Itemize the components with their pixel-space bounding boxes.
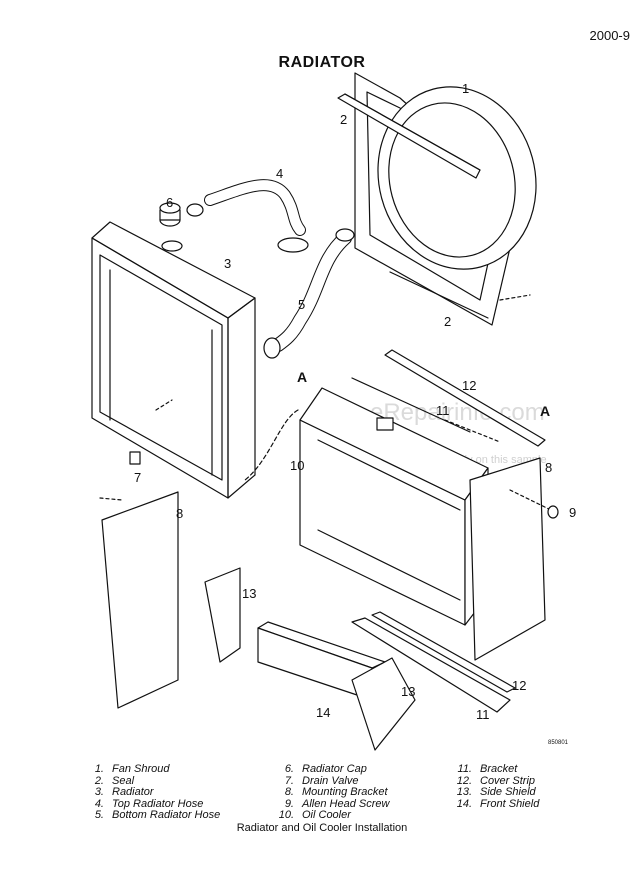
side-shield-right [351,657,416,751]
legend-label: Top Radiator Hose [112,797,204,810]
legend-label: Fan Shroud [112,763,170,775]
legend-num: 12. [456,774,472,787]
legend-label: Radiator [112,786,154,799]
mounting-bracket-left [101,491,179,709]
legend-label: Oil Cooler [302,809,351,822]
legend-label: Allen Head Screw [302,797,390,810]
callout-13-left: 13 [242,586,256,601]
callout-11-top: 11 [436,403,450,418]
legend-num: 9. [284,797,294,810]
legend-row: 3. Radiator [82,787,220,799]
legend-label: Front Shield [480,797,540,810]
legend-num: 7. [284,774,294,787]
cover-strip-top [384,349,546,447]
bottom-radiator-hose [263,228,355,359]
legend-row: 10. Oil Cooler [272,810,389,822]
page-number: 2000-9 [589,28,630,43]
callout-9: 9 [569,505,576,520]
figure-caption: Radiator and Oil Cooler Installation [236,822,408,834]
legend-num: 14. [456,797,472,810]
legend-row: 1. Fan Shroud [82,763,220,776]
parts-legend: 1. Fan Shroud 2. Seal 3. Radiator 4. Top Rad… [0,763,644,821]
legend-row: 9. Allen Head Screw [272,797,390,811]
drain-valve [129,451,141,465]
legend-label: Mounting Bracket [302,786,388,799]
cover-strip-bottom [371,611,516,693]
side-shield-left [204,567,241,663]
fan-shroud [337,72,537,326]
callout-3: 3 [224,256,231,271]
watermark-line1: eRepairinfo.com [370,399,545,426]
legend-column-3: 11. Bracket 12. Cover Strip 13. Side Shield… [450,763,540,811]
legend-num: 11. [457,763,472,775]
callout-11-bottom: 11 [476,707,490,722]
top-radiator-hose [186,179,309,253]
callout-5: 5 [298,297,305,312]
legend-label: Cover Strip [480,774,536,787]
legend-label: Bracket [480,763,518,775]
legend-row: 13. Side Shield [450,787,539,799]
legend-num: 8. [284,786,294,799]
radiator-cap [159,202,181,227]
page-title: RADIATOR [278,54,366,71]
mounting-bracket-right [469,457,546,661]
legend-row: 2. Seal [82,774,220,788]
callout-a-right: A [540,403,550,419]
callout-a-left: A [297,369,307,385]
legend-num: 2. [94,774,104,787]
exploded-diagram: eRepairinfo.com watermark only on this s… [91,72,576,751]
radiator [91,221,256,499]
callout-1: 1 [462,81,469,96]
callout-7: 7 [134,470,141,485]
legend-row: 4. Top Radiator Hose [82,797,220,811]
callout-8-right: 8 [545,460,552,475]
callout-2-top: 2 [340,112,347,127]
callout-2-bottom: 2 [444,314,451,329]
legend-column-1: 1. Fan Shroud 2. Seal 3. Radiator 4. Top Rad… [82,763,220,822]
legend-num: 13. [456,786,472,799]
callout-13-right: 13 [401,684,415,699]
legend-label: Seal [112,774,135,787]
legend-row: 5. Bottom Radiator Hose [82,810,220,822]
legend-row: 12. Cover Strip [450,774,539,788]
legend-row: 6. Radiator Cap [272,763,389,776]
legend-num: 5. [94,809,104,822]
legend-num: 4. [94,797,104,810]
legend-row: 7. Drain Valve [272,774,389,788]
legend-num: 1. [94,763,104,775]
legend-label: Drain Valve [302,774,359,787]
callout-14: 14 [316,705,330,720]
callout-12-top: 12 [462,378,476,393]
legend-label: Bottom Radiator Hose [112,809,221,822]
legend-label: Side Shield [480,786,536,799]
figure-number: 850801 [548,740,569,746]
legend-row: 8. Mounting Bracket [272,787,389,799]
callout-6: 6 [166,195,173,210]
allen-head-screw [547,505,559,519]
legend-num: 6. [284,763,294,775]
bracket-bottom [351,617,511,713]
legend-column-2: 6. Radiator Cap 7. Drain Valve 8. Mounting … [272,763,390,822]
callout-8-left: 8 [176,506,183,521]
legend-num: 3. [94,786,104,799]
legend-row: 14. Front Shield [450,797,540,811]
callout-10: 10 [290,458,304,473]
legend-num: 10. [278,809,294,822]
legend-row: 11. Bracket [450,763,539,776]
callout-4: 4 [276,166,283,181]
legend-label: Radiator Cap [302,763,367,775]
callout-12-bottom: 12 [512,678,526,693]
